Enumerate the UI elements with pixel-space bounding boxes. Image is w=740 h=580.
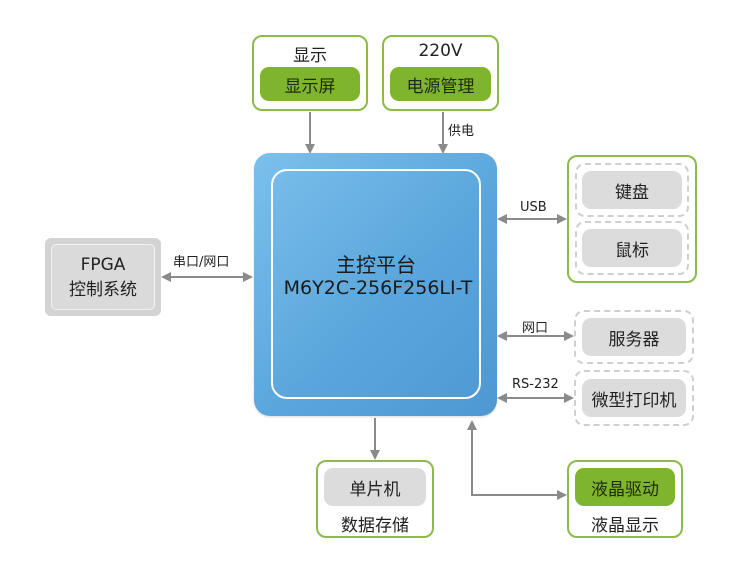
fpga-edge-label: 串口/网口: [173, 255, 230, 270]
power-edge-label: 供电: [448, 124, 475, 139]
fpga-group: FPGA 控制系统: [45, 238, 161, 316]
server-slot: 服务器: [574, 310, 694, 364]
fpga-inner: FPGA 控制系统: [51, 244, 155, 310]
arrow-lcd-to-main: [467, 420, 567, 500]
main-platform-inner: 主控平台 M6Y2C-256F256LI-T: [271, 169, 481, 399]
rs232-edge-label: RS-232: [512, 377, 559, 392]
mouse-slot: 鼠标: [575, 221, 689, 275]
keyboard-box: 键盘: [582, 171, 682, 209]
usb-edge-label: USB: [520, 200, 547, 215]
power-group-header: 220V: [418, 41, 463, 61]
usb-devices-group: 键盘 鼠标: [567, 155, 697, 283]
fpga-line2: 控制系统: [69, 279, 137, 300]
display-group: 显示 显示屏: [252, 35, 368, 111]
display-screen-box: 显示屏: [260, 67, 360, 101]
main-platform-model: M6Y2C-256F256LI-T: [283, 277, 473, 299]
main-platform-title: 主控平台: [336, 253, 416, 277]
mcu-box: 单片机: [324, 468, 426, 506]
display-group-header: 显示: [293, 46, 327, 66]
keyboard-slot: 键盘: [575, 163, 689, 217]
server-box: 服务器: [582, 318, 686, 356]
storage-footer: 数据存储: [341, 516, 409, 536]
power-group: 220V 电源管理: [382, 35, 499, 111]
printer-slot: 微型打印机: [574, 370, 694, 426]
storage-group: 单片机 数据存储: [316, 460, 434, 538]
fpga-line1: FPGA: [80, 254, 126, 275]
power-management-box: 电源管理: [390, 67, 491, 101]
mouse-box: 鼠标: [582, 229, 682, 267]
lcd-footer: 液晶显示: [591, 516, 659, 536]
main-platform: 主控平台 M6Y2C-256F256LI-T: [254, 153, 497, 416]
network-edge-label: 网口: [522, 321, 549, 336]
lcd-driver-box: 液晶驱动: [575, 468, 675, 506]
printer-box: 微型打印机: [582, 379, 686, 417]
lcd-group: 液晶驱动 液晶显示: [567, 460, 683, 538]
